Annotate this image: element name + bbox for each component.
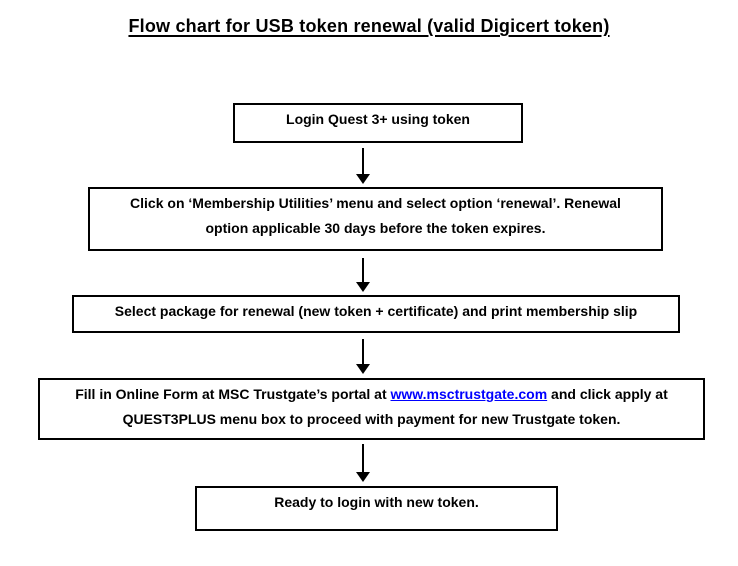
- step-box-membership-utilities: Click on ‘Membership Utilities’ menu and…: [88, 187, 663, 251]
- step-text-line-2: QUEST3PLUS menu box to proceed with paym…: [122, 411, 621, 427]
- arrow-head: [356, 282, 370, 292]
- step-box-login-quest: Login Quest 3+ using token: [233, 103, 523, 143]
- step-box-online-form: Fill in Online Form at MSC Trustgate’s p…: [38, 378, 705, 440]
- step-text-ready-login: Ready to login with new token.: [274, 494, 479, 510]
- down-arrow-icon: [356, 148, 370, 184]
- step-text-line-2: option applicable 30 days before the tok…: [205, 220, 546, 236]
- arrow-head: [356, 472, 370, 482]
- step-text-login-quest: Login Quest 3+ using token: [286, 111, 470, 127]
- page-title: Flow chart for USB token renewal (valid …: [128, 16, 610, 36]
- down-arrow-icon: [356, 258, 370, 292]
- arrow-head: [356, 364, 370, 374]
- arrow-shaft: [362, 148, 364, 174]
- arrow-shaft: [362, 258, 364, 282]
- step-text-line-1: Fill in Online Form at MSC Trustgate’s p…: [40, 382, 703, 407]
- step-box-ready-login: Ready to login with new token.: [195, 486, 558, 531]
- msctrustgate-link[interactable]: www.msctrustgate.com: [390, 386, 548, 402]
- step-text-before-link: Fill in Online Form at MSC Trustgate’s p…: [75, 386, 391, 402]
- arrow-shaft: [362, 444, 364, 472]
- step-box-select-package: Select package for renewal (new token + …: [72, 295, 680, 333]
- step-text-select-package: Select package for renewal (new token + …: [114, 303, 638, 319]
- arrow-shaft: [362, 339, 364, 364]
- arrow-head: [356, 174, 370, 184]
- step-text-after-link: and click apply at: [547, 386, 668, 402]
- step-text-line-1: Click on ‘Membership Utilities’ menu and…: [130, 195, 621, 211]
- down-arrow-icon: [356, 339, 370, 374]
- down-arrow-icon: [356, 444, 370, 482]
